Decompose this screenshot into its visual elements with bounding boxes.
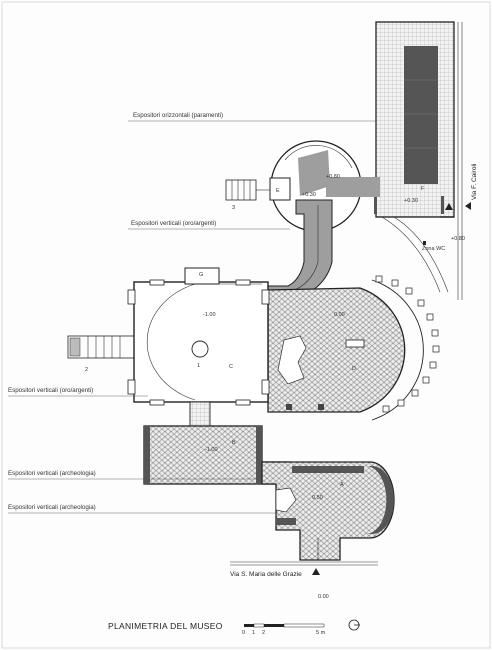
passage-c-b	[189, 401, 211, 427]
level-e-lower: +0.30	[302, 192, 316, 198]
entrance-zone	[381, 202, 471, 293]
plan-title: PLANIMETRIA DEL MUSEO	[108, 621, 223, 631]
scale-tick-5: 5 m	[316, 630, 326, 636]
street-label-cairoli: Via F. Cairoli	[471, 164, 478, 200]
stair-3	[225, 179, 270, 201]
room-label-c: C	[229, 364, 233, 370]
wc-icon	[423, 241, 426, 245]
room-label-b: B	[232, 440, 236, 446]
leader-lines	[8, 120, 376, 514]
label-zona-wc: Zona WC	[422, 246, 445, 252]
level-c: -1.00	[203, 312, 216, 318]
level-d: 0.00	[334, 312, 345, 318]
street-label-grazie: Via S. Maria delle Grazie	[230, 571, 302, 578]
street-entrance-arrow-icon	[465, 202, 471, 210]
central-column	[191, 340, 209, 358]
room-label-a: A	[340, 482, 344, 488]
room-label-e: E	[276, 188, 280, 194]
level-f: +0.30	[404, 198, 418, 204]
label-espositori-verticali-oro-1: Espositori verticali (oro/argenti)	[131, 220, 216, 227]
marker-3: 3	[232, 205, 235, 211]
level-e-upper: +0.80	[326, 174, 340, 180]
label-espositori-verticali-oro-2: Espositori verticali (oro/argenti)	[8, 387, 93, 394]
marker-2: 2	[85, 367, 88, 373]
corridor-f	[374, 21, 463, 300]
label-espositori-verticali-archeologia-1: Espositori verticali (archeologia)	[8, 470, 96, 477]
room-e	[269, 140, 380, 232]
apse-columns	[375, 275, 440, 413]
room-label-g: G	[199, 272, 203, 278]
room-g	[184, 267, 220, 285]
ramp-e-f	[326, 177, 380, 197]
label-espositori-orizzontali: Espositori orizzontali (paramenti)	[133, 112, 223, 119]
marker-1: 1	[197, 363, 200, 369]
label-espositori-verticali-archeologia-2: Espositori verticali (archeologia)	[8, 504, 96, 511]
scale-tick-0: 0	[242, 630, 245, 636]
level-a: 0.50	[312, 495, 323, 501]
level-entrance: +0.80	[451, 236, 465, 242]
room-label-d: D	[352, 366, 356, 372]
room-d	[267, 275, 440, 421]
north-arrow-icon	[348, 619, 360, 631]
room-b	[143, 425, 290, 485]
room-label-f: F	[421, 186, 425, 192]
grazie-entrance-arrow-icon	[312, 568, 320, 575]
level-street: 0.00	[318, 594, 329, 600]
entrance-arrow-icon	[445, 203, 453, 210]
room-c	[127, 267, 270, 427]
scale-tick-2: 2	[262, 630, 265, 636]
stair-2	[67, 335, 135, 359]
scale-bar	[244, 623, 325, 628]
horizontal-display-case	[404, 46, 438, 184]
level-b: -1.00	[205, 447, 218, 453]
room-a	[261, 461, 395, 561]
scale-tick-1: 1	[252, 630, 255, 636]
